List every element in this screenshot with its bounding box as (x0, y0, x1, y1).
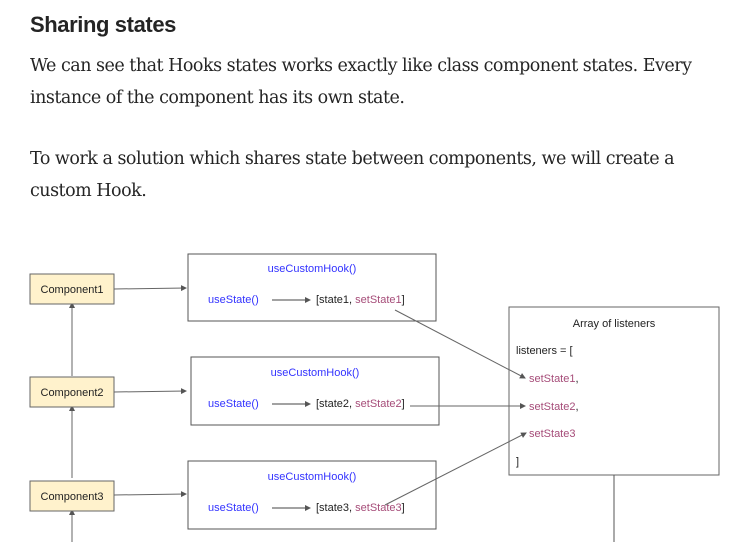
hook2-usestate: useState() (208, 398, 259, 410)
component1-box: Component1 (29, 273, 115, 305)
component3-box: Component3 (29, 480, 115, 512)
custom-hook-box-3: useCustomHook() useState() [state3, setS… (187, 460, 437, 530)
hook3-usestate: useState() (208, 502, 259, 514)
section-heading: Sharing states (30, 12, 177, 37)
hook3-title: useCustomHook() (268, 471, 357, 483)
listeners-box: Array of listeners listeners = [ setStat… (508, 306, 720, 476)
hook1-title: useCustomHook() (268, 263, 357, 275)
hook1-usestate: useState() (208, 294, 259, 306)
arrow-component3-to-hook3 (113, 491, 187, 498)
hook3-state-tuple: [state3, setState3] (316, 502, 405, 514)
component2-box: Component2 (29, 376, 115, 408)
arrow-setstate3-to-listener (384, 432, 527, 506)
listener-item-2: setState2, (529, 401, 579, 413)
listeners-open: listeners = [ (516, 345, 573, 357)
component1-label: Component1 (41, 284, 104, 296)
hook1-state-tuple: [state1, setState1] (316, 294, 405, 306)
component2-label: Component2 (41, 387, 104, 399)
custom-hook-box-1: useCustomHook() useState() [state1, setS… (187, 253, 437, 322)
listener-item-3: setState3 (529, 428, 575, 440)
custom-hook-box-2: useCustomHook() useState() [state2, setS… (190, 356, 440, 426)
arrow-setstate1-to-listener (394, 309, 526, 379)
paragraph-hooks-states: We can see that Hooks states works exact… (30, 56, 692, 108)
listeners-title: Array of listeners (573, 318, 656, 330)
listener-item-1: setState1, (529, 373, 579, 385)
hook2-state-tuple: [state2, setState2] (316, 398, 405, 410)
arrow-component2-to-hook2 (113, 388, 187, 395)
arrow-component1-to-hook1 (113, 285, 187, 292)
component3-label: Component3 (41, 491, 104, 503)
listeners-close: ] (516, 456, 519, 468)
hook2-title: useCustomHook() (271, 367, 360, 379)
paragraph-custom-hook: To work a solution which shares state be… (30, 149, 675, 201)
